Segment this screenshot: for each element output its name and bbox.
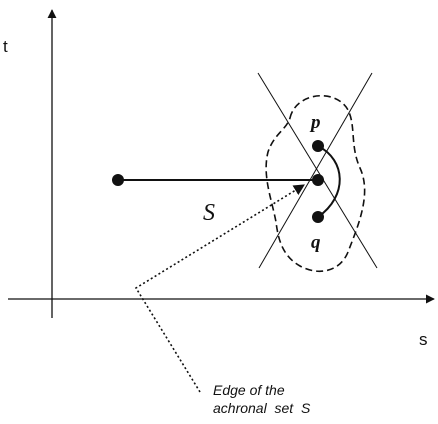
annotation-pointer <box>134 184 305 393</box>
point-q-label: q <box>311 232 321 253</box>
set-s-label: S <box>203 200 215 226</box>
annotation-line-1: Edge of the <box>213 382 285 398</box>
s-axis-label: s <box>419 330 428 349</box>
point-p-dot <box>312 140 324 152</box>
light-cone-line-left <box>257 72 378 269</box>
t-axis-label: t <box>3 37 8 56</box>
point-p-label: p <box>309 112 321 133</box>
curve-p-to-q <box>317 145 341 218</box>
endpoint-dot-left <box>112 174 124 186</box>
point-q-dot <box>312 211 324 223</box>
annotation-line-2: achronal set S <box>213 400 311 416</box>
edge-point-dot <box>312 174 324 186</box>
light-cone-line-right <box>258 72 373 269</box>
neighborhood-boundary <box>265 95 366 273</box>
